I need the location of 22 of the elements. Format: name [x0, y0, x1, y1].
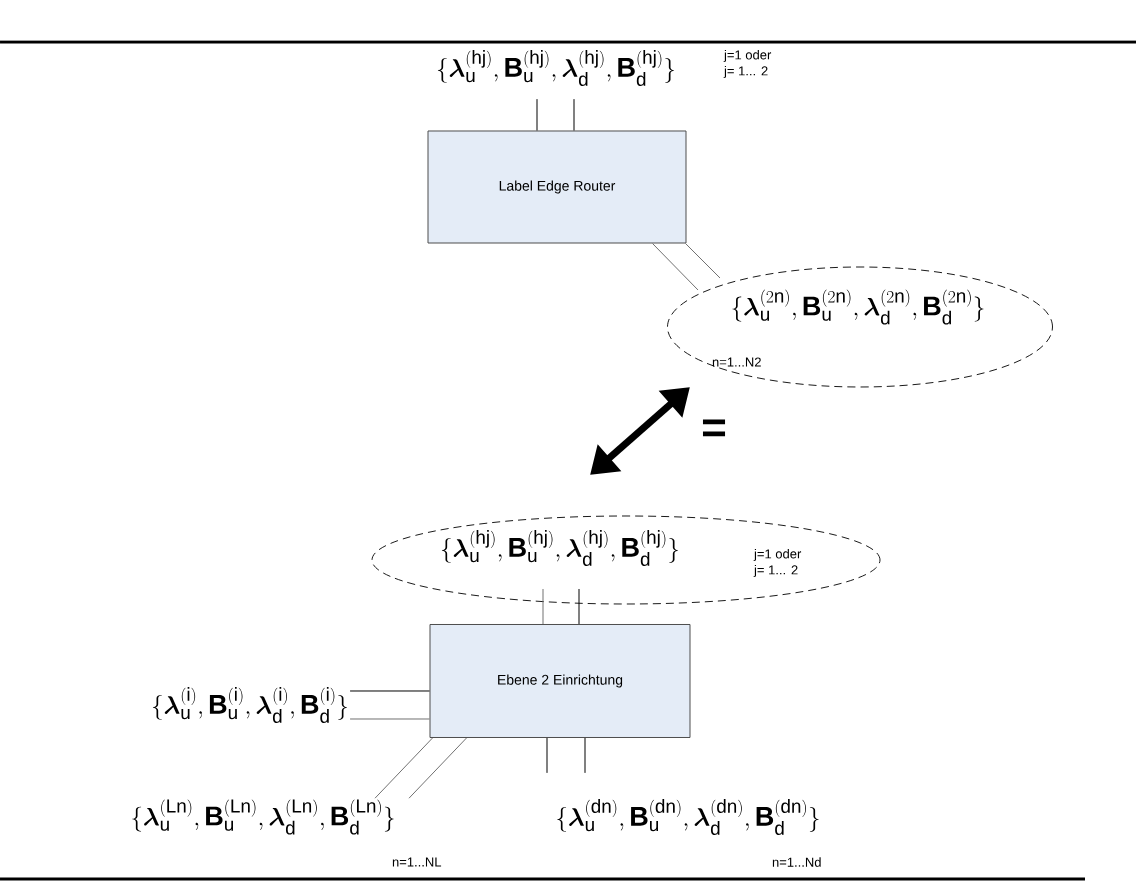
- formula: $\{\boldsymbol{\lambda}_{\mathrm{u}}^{(\mathrm{i})}, \mathbf{B}_{\mathrm{u}}^{(\mathrm{i})},\boldsymbol{\lambda}_{\mathrm{d}}^{(\mathrm{i})}, \mathbf{B}_{\mathrm{d}}^{(\mathrm{i})}\}$: [152, 687, 348, 723]
- link-line: [584, 737, 586, 774]
- link-line: [652, 243, 699, 291]
- range-label: n=1...NL: [392, 857, 442, 867]
- link-line: [374, 737, 433, 799]
- range-label: j=1 oder j= 1... 2: [723, 49, 772, 79]
- link-line: [542, 588, 544, 625]
- link-line: [408, 737, 467, 799]
- link-line: [685, 243, 721, 279]
- formula: $\{\boldsymbol{\lambda}_{\mathrm{u}}^{(\mathrm{hj})}, \mathbf{B}_{\mathrm{u}}^{(\mathrm{hj})},\boldsymbol{\lambda}_{\mathrm{d}}^{(\mathrm{hj})}, \mathbf{B}_{\mathrm{d}}^{(\mathrm{hj})}\}$: [437, 50, 675, 86]
- formula: $\{\boldsymbol{\lambda}_{\mathrm{u}}^{(\mathrm{dn})}, \mathbf{B}_{\mathrm{u}}^{(\mathrm{dn})},\boldsymbol{\lambda}_{\mathrm{d}}^{(\mathrm{dn})}, \mathbf{B}_{\mathrm{d}}^{(\mathrm{dn})}\}$: [557, 799, 819, 835]
- link-line: [536, 98, 538, 131]
- range-label: n=1...Nd: [772, 857, 821, 867]
- link-line: [349, 690, 430, 692]
- process-box: Ebene 2 Einrichtung: [429, 624, 691, 738]
- link-line: [349, 718, 430, 720]
- link-line: [578, 588, 580, 625]
- link-line: [546, 737, 548, 774]
- edge-label: =: [700, 418, 728, 444]
- formula: $\{\boldsymbol{\lambda}_{\mathrm{u}}^{(\mathrm{Ln})}, \mathbf{B}_{\mathrm{u}}^{(\mathrm{Ln})},\boldsymbol{\lambda}_{\mathrm{d}}^{(\mathrm{Ln})}, \mathbf{B}_{\mathrm{d}}^{(\mathrm{Ln})}\}$: [132, 799, 394, 835]
- link-line: [573, 98, 575, 131]
- process-box: Label Edge Router: [427, 130, 687, 244]
